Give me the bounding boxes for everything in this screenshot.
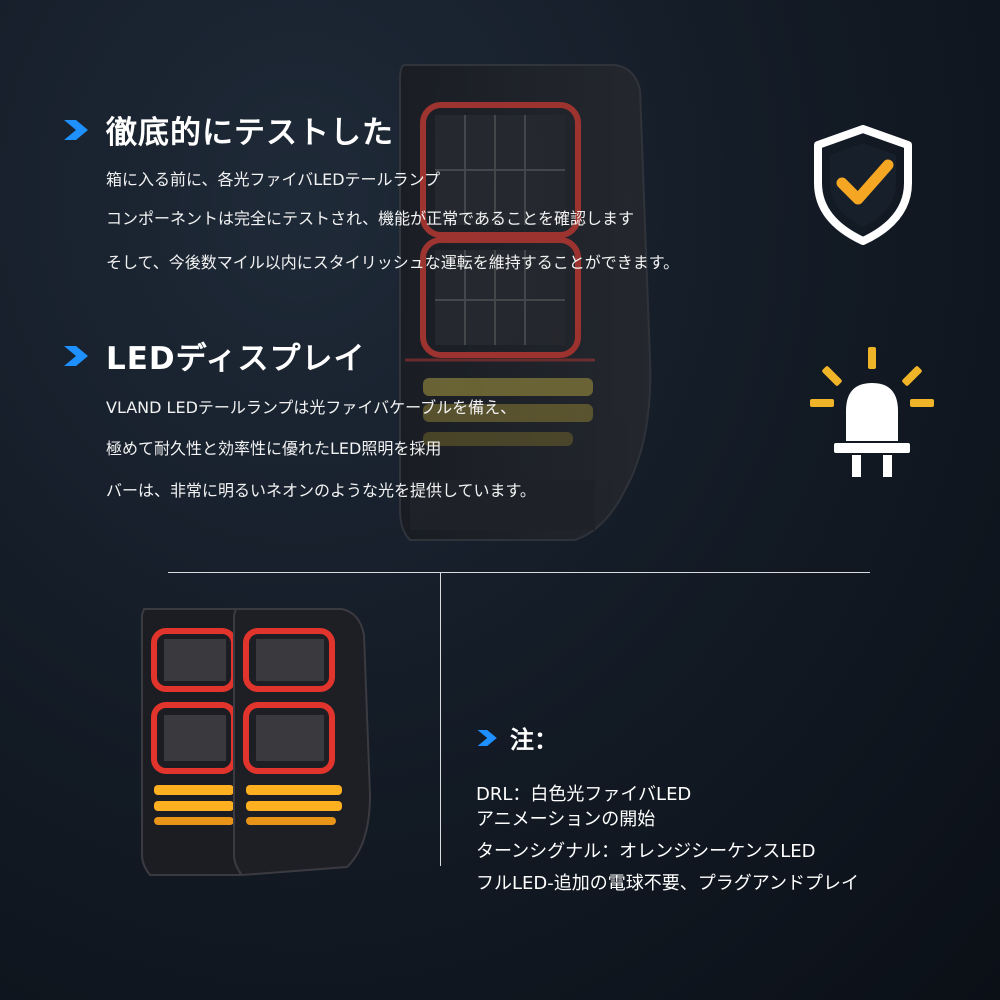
section-led-title: LEDディスプレイ [106, 341, 366, 377]
chevron-right-icon [477, 729, 497, 746]
tail-lamp-right [233, 608, 372, 877]
note-heading: 注： [476, 720, 558, 755]
chevron-right-icon [64, 119, 88, 140]
vertical-divider [440, 572, 441, 866]
section-tested-title: 徹底的にテストした [106, 115, 394, 151]
tail-lamp-left [141, 608, 242, 876]
tail-lamp-pair-image [141, 608, 372, 877]
section-tested-line-1: 箱に入る前に、各光ファイバLEDテールランプ [106, 170, 441, 189]
section-led-line-3: バーは、非常に明るいネオンのような光を提供しています。 [106, 481, 536, 500]
background-tail-lamp-image [399, 64, 652, 541]
chevron-right-icon [64, 345, 88, 366]
note-line-3: ターンシグナル：オレンジシーケンスLED [476, 841, 816, 862]
section-led-line-1: VLAND LEDテールランプは光ファイバケーブルを備え、 [106, 398, 517, 417]
note-line-4: フルLED-追加の電球不要、プラグアンドプレイ [476, 873, 860, 894]
section-led-line-2: 極めて耐久性と効率性に優れたLED照明を採用 [106, 439, 442, 458]
horizontal-divider [168, 572, 870, 573]
section-tested-heading: 徹底的にテストした [62, 107, 394, 152]
note-line-1: DRL：白色光ファイバLED [476, 784, 692, 805]
section-led-heading: LEDディスプレイ [62, 333, 366, 378]
note-line-2: アニメーションの開始 [476, 809, 656, 830]
section-tested-line-3: そして、今後数マイル以内にスタイリッシュな運転を維持することができます。 [106, 253, 680, 272]
led-bulb-icon [810, 347, 934, 477]
note-title: 注： [510, 726, 558, 754]
shield-check-icon [814, 125, 912, 245]
section-tested-line-2: コンポーネントは完全にテストされ、機能が正常であることを確認します [106, 209, 635, 228]
